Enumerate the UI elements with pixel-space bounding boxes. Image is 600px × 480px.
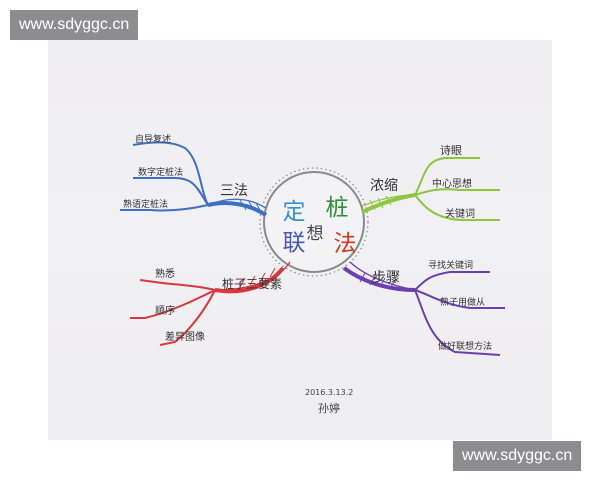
branch-right-top	[361, 157, 500, 221]
center-char-fa: 法	[334, 231, 357, 257]
item-right-top-3: 关键词	[445, 207, 475, 220]
branch-right-bottom	[342, 261, 505, 356]
topic-right-top: 浓缩	[370, 178, 398, 194]
item-left-bottom-2: 顺序	[155, 304, 175, 317]
topic-left-bottom: 桩子三要素	[222, 276, 282, 291]
signature-name: 孙婷	[318, 401, 340, 415]
item-right-top-1: 诗眼	[440, 143, 462, 157]
item-labels: 自导复述 数字定桩法 熟语定桩法 诗眼 中心思想 关键词 熟悉 顺序 差异图像 …	[123, 133, 492, 352]
topic-left-top: 三法	[220, 183, 248, 199]
central-title: 定 桩 联 想 法	[283, 195, 357, 257]
item-right-top-2: 中心思想	[432, 177, 472, 190]
item-left-top-3: 熟语定桩法	[123, 198, 168, 210]
center-char-zhuang: 桩	[326, 195, 349, 221]
signature-date: 2016.3.13.2	[305, 388, 353, 397]
item-right-bottom-1: 寻找关键词	[428, 259, 473, 271]
topic-labels: 三法 浓缩 桩子三要素 步骤	[220, 178, 400, 291]
center-char-ding: 定	[283, 199, 306, 225]
center-char-lian: 联	[283, 230, 306, 256]
item-left-top-2: 数字定桩法	[138, 166, 183, 178]
item-right-bottom-2: 熟子用做从	[440, 296, 485, 308]
item-left-bottom-1: 熟悉	[155, 267, 175, 280]
item-left-bottom-3: 差异图像	[165, 330, 205, 343]
center-char-xiang: 想	[307, 224, 324, 244]
central-circle	[259, 167, 369, 277]
signature-block: 2016.3.13.2 孙婷	[305, 388, 353, 415]
item-left-top-1: 自导复述	[135, 133, 171, 145]
watermark-bottom: www.sdyggc.cn	[453, 441, 582, 471]
branch-left-top	[120, 141, 268, 217]
topic-right-bottom: 步骤	[372, 270, 400, 286]
branch-left-bottom	[130, 261, 291, 346]
watermark-top: www.sdyggc.cn	[10, 10, 139, 40]
item-right-bottom-3: 做好联想方法	[438, 340, 492, 352]
